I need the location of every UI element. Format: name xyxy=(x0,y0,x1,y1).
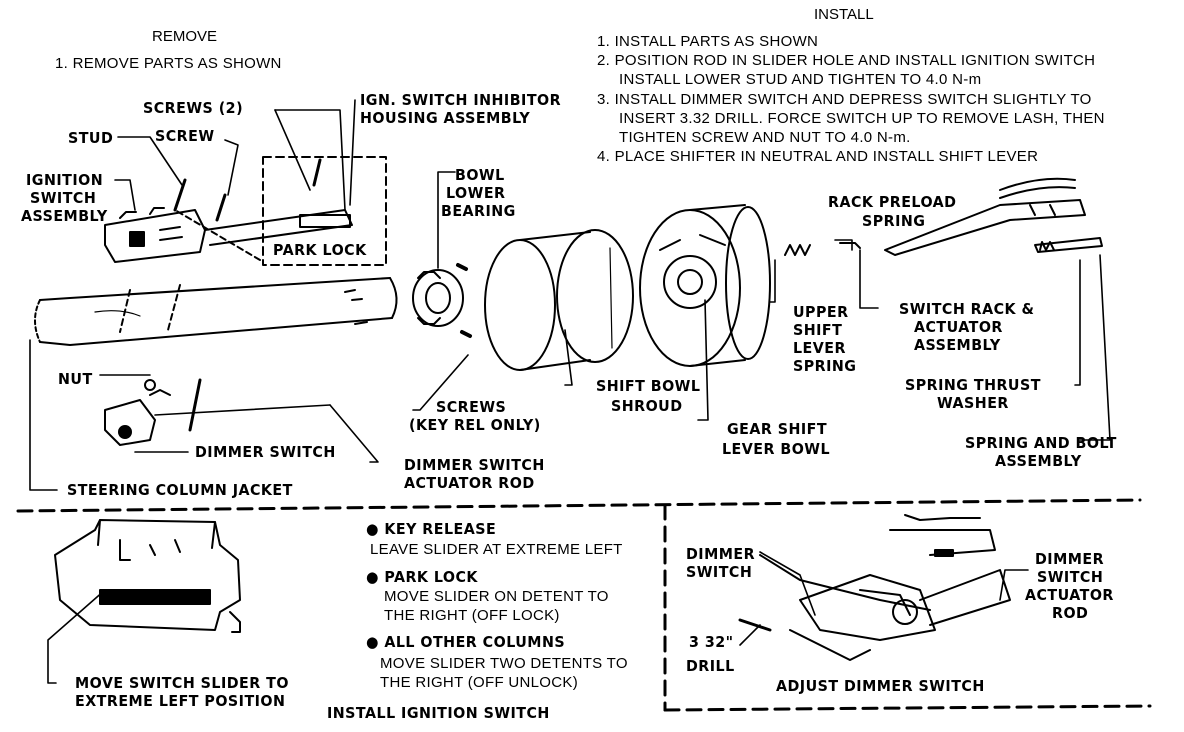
bowl-lower-bearing xyxy=(412,263,472,338)
park-lock-text-2: THE RIGHT (OFF LOCK) xyxy=(384,607,560,624)
label-screw: SCREW xyxy=(155,127,215,145)
label-shift-bowl-1: SHIFT BOWL xyxy=(596,377,701,395)
remove-step-1: 1. REMOVE PARTS AS SHOWN xyxy=(55,55,282,72)
label-rack-preload-1: RACK PRELOAD xyxy=(828,193,957,211)
label-ignition-1: IGNITION xyxy=(26,171,104,189)
park-lock-box xyxy=(262,156,387,266)
label-upper-1: UPPER xyxy=(793,303,849,321)
label-screws-key-1: SCREWS xyxy=(436,398,507,416)
install-step-3b: INSERT 3.32 DRILL. FORCE SWITCH UP TO RE… xyxy=(619,110,1105,127)
label-upper-2: SHIFT xyxy=(793,321,843,339)
shift-bowl-shroud xyxy=(484,229,634,371)
label-screws-key-2: (KEY REL ONLY) xyxy=(409,416,541,434)
ignition-switch-detail xyxy=(54,519,241,633)
label-rod-2: SWITCH xyxy=(1037,568,1104,586)
install-step-4: 4. PLACE SHIFTER IN NEUTRAL AND INSTALL … xyxy=(597,148,1039,165)
spring-and-bolt xyxy=(1034,237,1103,253)
rack-preload-spring xyxy=(999,177,1076,199)
label-dimmer-rod-2: ACTUATOR ROD xyxy=(404,474,535,492)
label-ign-inhibitor-1: IGN. SWITCH INHIBITOR xyxy=(360,91,562,109)
park-lock-text-1: MOVE SLIDER ON DETENT TO xyxy=(384,588,609,605)
label-dimmer-rod-1: DIMMER SWITCH xyxy=(404,456,545,474)
install-step-2: 2. POSITION ROD IN SLIDER HOLE AND INSTA… xyxy=(597,52,1096,69)
label-dimmer-2: SWITCH xyxy=(686,563,753,581)
label-ignition-2: SWITCH xyxy=(30,189,97,207)
label-switch-rack-3: ASSEMBLY xyxy=(914,336,1001,354)
label-upper-3: LEVER xyxy=(793,339,846,357)
label-thrust-2: WASHER xyxy=(937,394,1009,412)
label-park-lock: PARK LOCK xyxy=(273,241,367,259)
label-rod-4: ROD xyxy=(1052,604,1089,622)
adjust-dimmer-caption: ADJUST DIMMER SWITCH xyxy=(776,677,985,695)
label-rod-3: ACTUATOR xyxy=(1025,586,1114,604)
install-step-3c: TIGHTEN SCREW AND NUT TO 4.0 N-m. xyxy=(619,129,911,146)
small-pin xyxy=(839,242,861,249)
label-drill-2: DRILL xyxy=(686,657,735,675)
label-gear-shift-2: LEVER BOWL xyxy=(722,440,831,458)
steering-column-jacket xyxy=(34,277,398,346)
label-ignition-3: ASSEMBLY xyxy=(21,207,108,225)
label-switch-rack-2: ACTUATOR xyxy=(914,318,1003,336)
switch-rack-actuator xyxy=(884,199,1086,256)
install-step-3: 3. INSTALL DIMMER SWITCH AND DEPRESS SWI… xyxy=(597,91,1092,108)
label-rack-preload-2: SPRING xyxy=(862,212,926,230)
label-nut: NUT xyxy=(58,370,93,388)
label-bowl-1: BOWL xyxy=(455,166,505,184)
label-dimmer-1: DIMMER xyxy=(686,545,756,563)
ignition-switch-drawing xyxy=(104,207,353,263)
label-drill-1: 3 32" xyxy=(689,633,734,651)
label-shift-bowl-2: SHROUD xyxy=(611,397,683,415)
label-switch-rack-1: SWITCH RACK & xyxy=(899,300,1035,318)
label-stud: STUD xyxy=(68,129,114,147)
label-screws-2: SCREWS (2) xyxy=(143,99,244,117)
dimmer-switch-drawing xyxy=(104,378,331,446)
upper-shift-lever-spring xyxy=(784,244,811,256)
screws-top xyxy=(173,158,322,222)
label-ign-inhibitor-2: HOUSING ASSEMBLY xyxy=(360,109,531,127)
other-columns-heading: ● ALL OTHER COLUMNS xyxy=(366,633,566,651)
label-dimmer-switch: DIMMER SWITCH xyxy=(195,443,336,461)
key-release-text: LEAVE SLIDER AT EXTREME LEFT xyxy=(370,541,623,558)
label-upper-4: SPRING xyxy=(793,357,857,375)
install-ignition-caption: INSTALL IGNITION SWITCH xyxy=(327,704,550,722)
label-rod-1: DIMMER xyxy=(1035,550,1105,568)
remove-heading: REMOVE xyxy=(152,28,218,45)
section-dividers xyxy=(16,498,1152,712)
install-step-1: 1. INSTALL PARTS AS SHOWN xyxy=(597,33,819,50)
gear-shift-lever-bowl xyxy=(639,204,771,367)
label-steering-column-jacket: STEERING COLUMN JACKET xyxy=(67,481,293,499)
label-move-slider-1: MOVE SWITCH SLIDER TO xyxy=(75,674,289,692)
label-spring-bolt-1: SPRING AND BOLT xyxy=(965,434,1117,452)
other-columns-text-1: MOVE SLIDER TWO DETENTS TO xyxy=(380,655,628,672)
install-heading: INSTALL xyxy=(814,6,874,23)
park-lock-heading: ● PARK LOCK xyxy=(366,568,478,586)
label-move-slider-2: EXTREME LEFT POSITION xyxy=(75,692,286,710)
install-step-2b: INSTALL LOWER STUD AND TIGHTEN TO 4.0 N-… xyxy=(619,71,982,88)
label-gear-shift-1: GEAR SHIFT xyxy=(727,420,828,438)
label-spring-bolt-2: ASSEMBLY xyxy=(995,452,1082,470)
other-columns-text-2: THE RIGHT (OFF UNLOCK) xyxy=(380,674,578,691)
label-thrust-1: SPRING THRUST xyxy=(905,376,1041,394)
label-bowl-2: LOWER xyxy=(446,184,506,202)
key-release-heading: ● KEY RELEASE xyxy=(366,520,497,538)
adjust-dimmer-detail xyxy=(738,514,1029,661)
label-bowl-3: BEARING xyxy=(441,202,516,220)
